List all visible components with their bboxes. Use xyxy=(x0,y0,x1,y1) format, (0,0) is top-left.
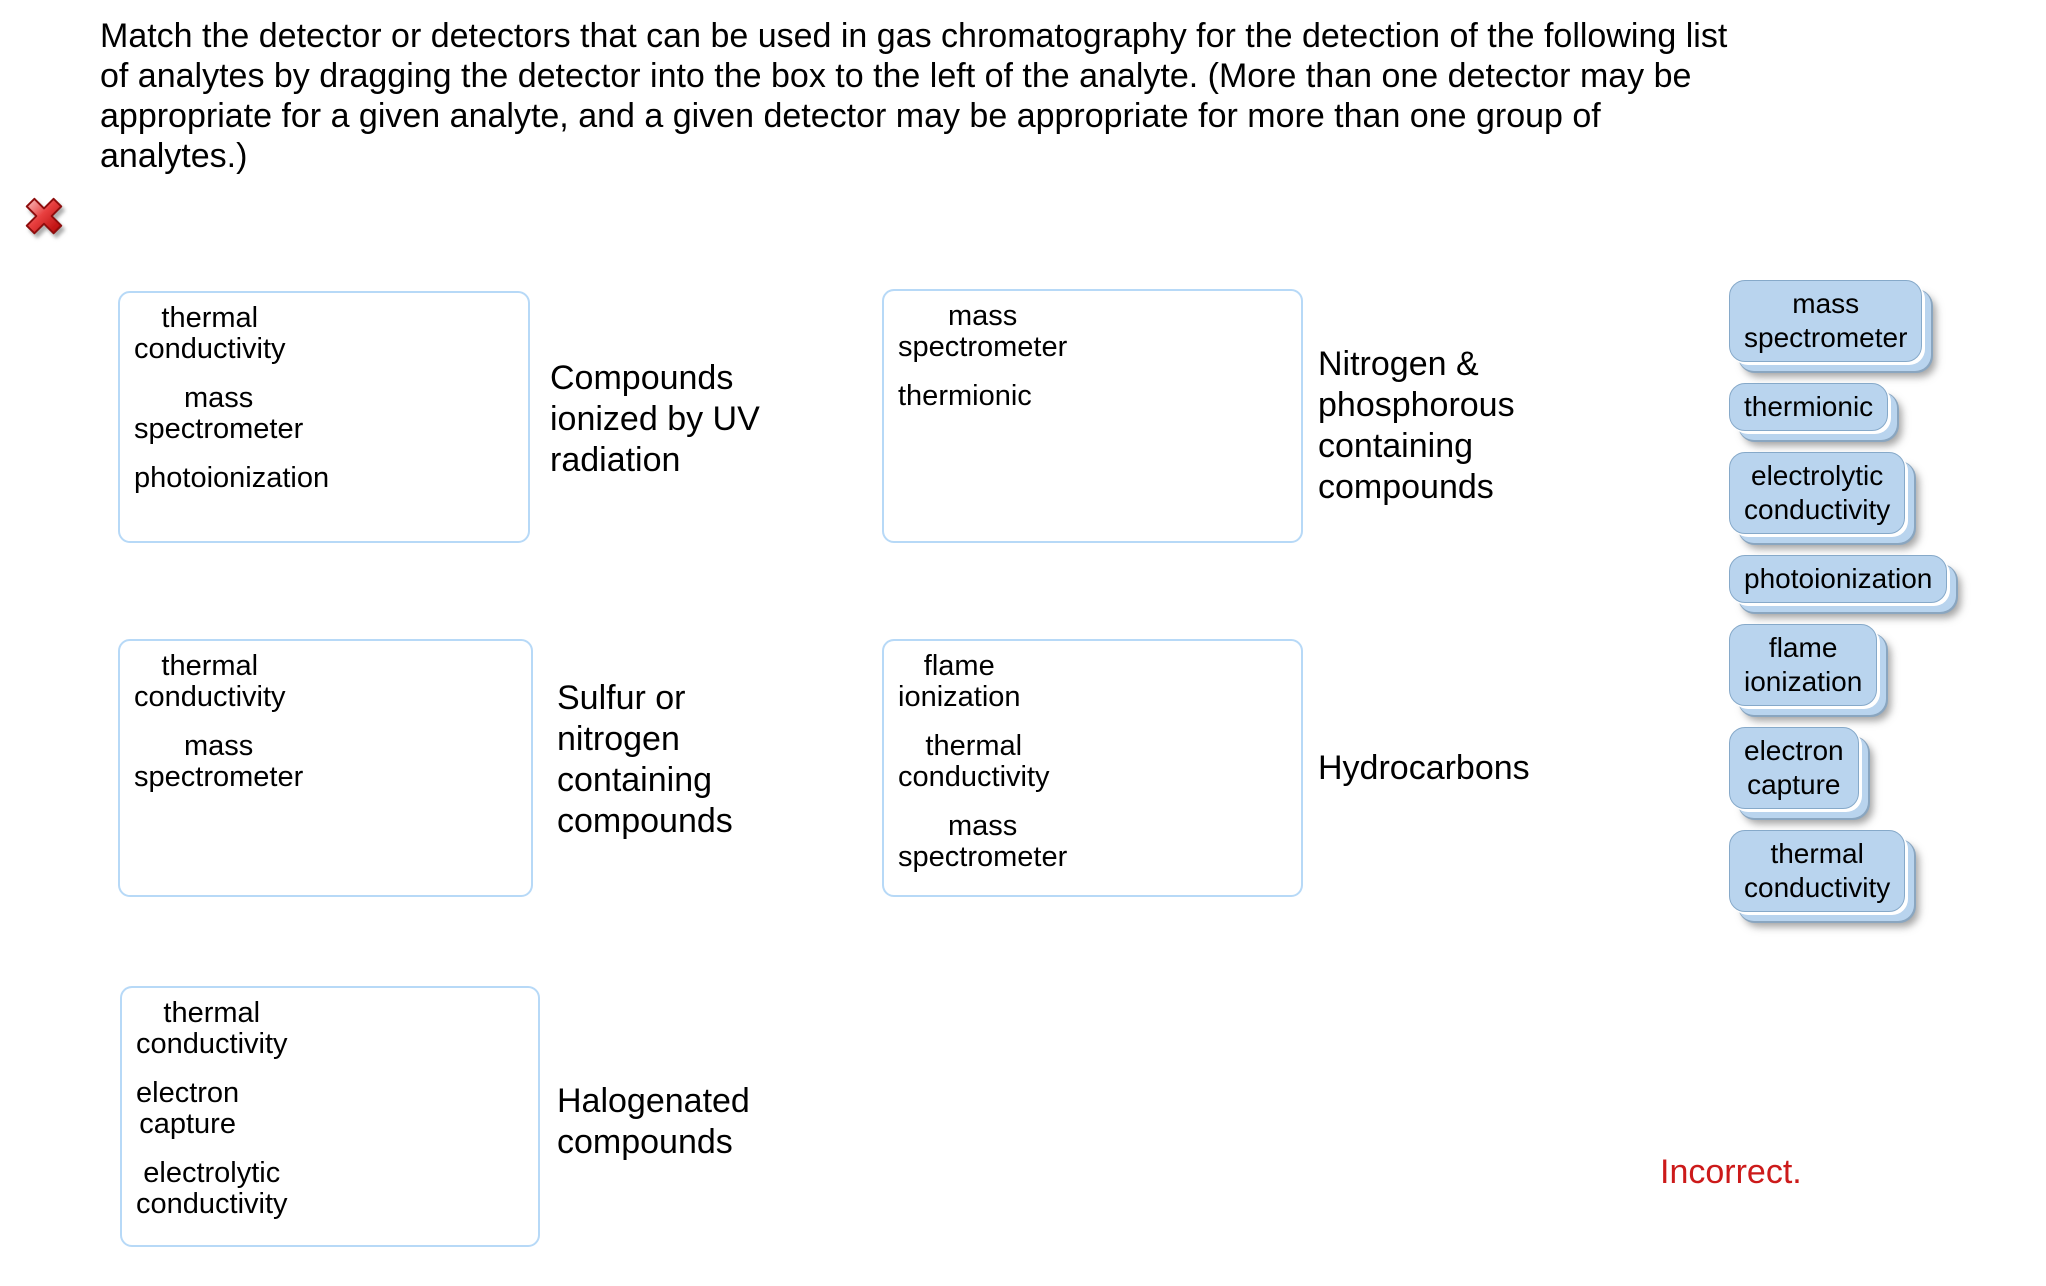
drop-zone-sulfur-nitrogen[interactable]: thermal conductivity mass spectrometer xyxy=(118,639,533,897)
dropped-detector[interactable]: thermal conductivity xyxy=(134,302,286,365)
detector-chip[interactable]: flame ionization xyxy=(1729,624,1878,706)
dropped-detector[interactable]: photoionization xyxy=(134,462,330,494)
question-text: Match the detector or detectors that can… xyxy=(100,17,1728,175)
dropped-detector[interactable]: thermal conductivity xyxy=(898,730,1050,793)
analyte-label-sulfur-nitrogen: Sulfur or nitrogen containing compounds xyxy=(557,679,733,840)
dropped-detector[interactable]: thermionic xyxy=(898,380,1032,412)
analyte-label-hydrocarbons: Hydrocarbons xyxy=(1318,749,1530,787)
detector-chip[interactable]: thermionic xyxy=(1729,383,1889,431)
analyte-label-nitrogen-phosphorous: Nitrogen & phosphorous containing compou… xyxy=(1318,345,1515,506)
detector-palette: mass spectrometer thermionic electrolytic … xyxy=(1729,280,2029,912)
drop-zone-nitrogen-phosphorous[interactable]: mass spectrometer thermionic xyxy=(882,289,1303,543)
detector-chip[interactable]: mass spectrometer xyxy=(1729,280,1923,362)
drop-zone-hydrocarbons[interactable]: flame ionization thermal conductivity mass… xyxy=(882,639,1303,897)
analyte-label-compounds-ionized-by-uv: Compounds ionized by UV radiation xyxy=(550,359,760,479)
dropped-detector[interactable]: flame ionization xyxy=(898,650,1021,713)
detector-chip[interactable]: photoionization xyxy=(1729,555,1948,603)
detector-chip[interactable]: electrolytic conductivity xyxy=(1729,452,1906,534)
drop-zone-compounds-ionized-by-uv[interactable]: thermal conductivity mass spectrometer pho… xyxy=(118,291,530,543)
dropped-detector[interactable]: mass spectrometer xyxy=(898,810,1068,873)
dropped-detector[interactable]: mass spectrometer xyxy=(134,382,304,445)
analyte-label-halogenated: Halogenated compounds xyxy=(557,1082,750,1161)
detector-chip[interactable]: thermal conductivity xyxy=(1729,830,1906,912)
dropped-detector[interactable]: mass spectrometer xyxy=(134,730,304,793)
drop-zone-halogenated[interactable]: thermal conductivity electron capture elec… xyxy=(120,986,540,1247)
detector-chip[interactable]: electron capture xyxy=(1729,727,1859,809)
status-incorrect-label: Incorrect. xyxy=(1660,1153,1802,1191)
red-x-icon xyxy=(20,192,68,248)
dropped-detector[interactable]: thermal conductivity xyxy=(136,997,288,1060)
dropped-detector[interactable]: electron capture xyxy=(136,1077,240,1140)
dropped-detector[interactable]: mass spectrometer xyxy=(898,300,1068,363)
dropped-detector[interactable]: thermal conductivity xyxy=(134,650,286,713)
dropped-detector[interactable]: electrolytic conductivity xyxy=(136,1157,288,1220)
